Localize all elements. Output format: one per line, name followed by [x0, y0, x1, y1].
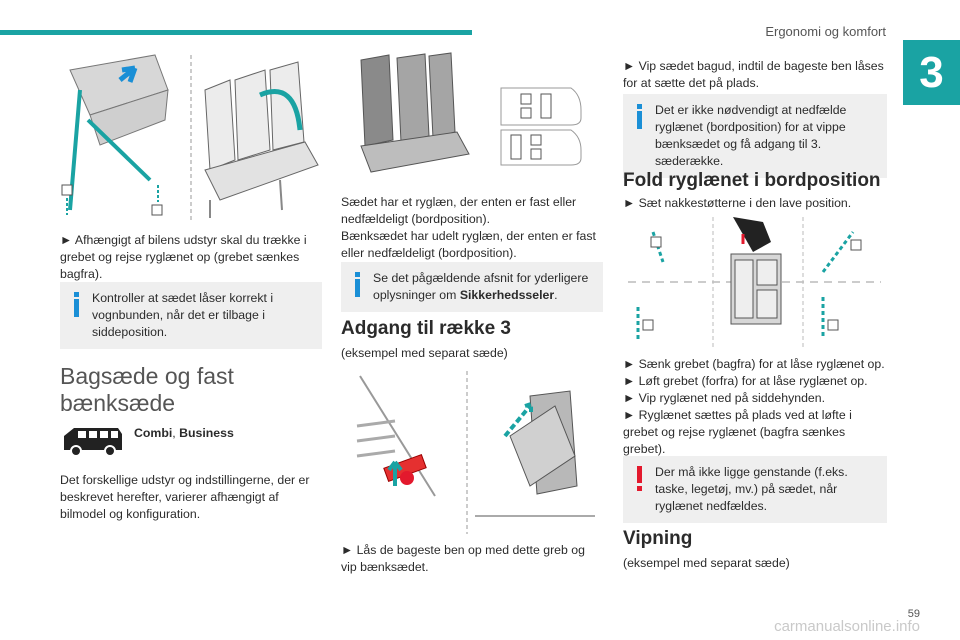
access-row3-sub: (eksempel med separat sæde): [341, 346, 508, 360]
info-note: Kontroller at sædet låser korrekt i vogn…: [60, 282, 322, 349]
version-separator: ,: [172, 426, 180, 440]
seat-layout-illustration: [341, 50, 603, 180]
section-heading: Bagsæde og fast bænksæde: [60, 363, 234, 416]
section-title: Ergonomi og komfort: [765, 24, 886, 39]
header-accent-bar: [0, 30, 472, 35]
tilt-step-text: ► Vip sædet bagud, indtil de bageste ben…: [623, 59, 884, 90]
watermark: carmanualsonline.info: [774, 618, 920, 635]
warning-icon: [633, 466, 646, 491]
chapter-number-tab: 3: [903, 40, 960, 105]
fold-backrest-heading: Fold ryglænet i bordposition: [623, 170, 881, 191]
tilt-heading: Vipning: [623, 528, 693, 549]
fold-step-2: ► Løft grebet (forfra) for at låse ryglæ…: [623, 374, 868, 388]
page-number: 59: [907, 608, 920, 620]
intro-paragraph: Det forskellige udstyr og indstillingern…: [60, 473, 310, 521]
info-icon: [351, 272, 364, 297]
seat-raise-illustration: [60, 50, 322, 222]
version-list: Combi, Business: [134, 425, 324, 442]
warning-text: Der må ikke ligge genstande (f.eks. task…: [655, 465, 848, 513]
info-note-seatbelts: Se det pågældende afsnit for yderligere …: [341, 262, 603, 312]
note-text-end: .: [554, 288, 558, 302]
row3-access-illustration: [355, 366, 600, 536]
van-icon: [60, 420, 126, 458]
info-note-tilt: Det er ikke nødvendigt at nedfælde ryglæ…: [623, 94, 887, 178]
fold-backrest-illustration: [623, 212, 887, 352]
row3-caption: ► Lås de bageste ben op med dette greb o…: [341, 543, 585, 574]
seat-para-2: Bænksædet har udelt ryglæn, der enten er…: [341, 229, 596, 260]
note-link-seatbelts[interactable]: Sikkerhedsseler: [459, 288, 555, 302]
tilt-sub: (eksempel med separat sæde): [623, 556, 790, 570]
seat-para-1: Sædet har et ryglæn, der enten er fast e…: [341, 195, 577, 226]
version-combi: Combi: [134, 426, 173, 440]
fold-step-1: ► Sænk grebet (bagfra) for at låse ryglæ…: [623, 357, 885, 371]
info-note-text: Kontroller at sædet låser korrekt i vogn…: [92, 291, 274, 339]
note-text: Se det pågældende afsnit for yderligere …: [373, 271, 589, 302]
warning-note: Der må ikke ligge genstande (f.eks. task…: [623, 456, 887, 523]
access-row3-heading: Adgang til række 3: [341, 318, 511, 339]
version-business: Business: [179, 426, 234, 440]
fold-step-3: ► Vip ryglænet ned på siddehynden.: [623, 391, 825, 405]
fold-step-4: ► Ryglænet sættes på plads ved at løfte …: [623, 408, 852, 456]
fold-steps-list: ► Sænk grebet (bagfra) for at låse ryglæ…: [623, 356, 887, 458]
raise-backrest-caption: ► Afhængigt af bilens udstyr skal du træ…: [60, 233, 307, 281]
info-icon: [70, 292, 83, 317]
info-icon: [633, 104, 646, 129]
headrest-step: ► Sæt nakkestøtterne i den lave position…: [623, 196, 852, 210]
info-note-text: Det er ikke nødvendigt at nedfælde ryglæ…: [655, 103, 847, 168]
